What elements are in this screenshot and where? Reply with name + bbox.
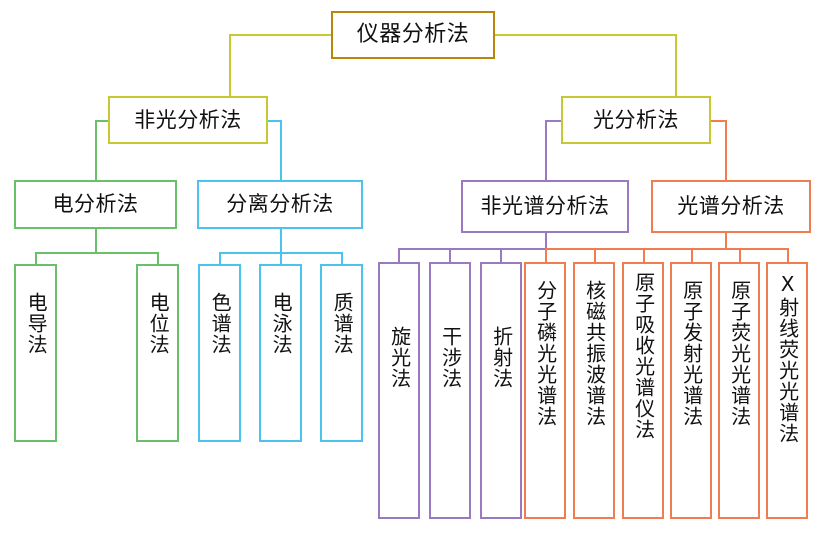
connector-nonspectral-leaf-0 (398, 248, 400, 262)
leaf-atomic-absorption-label: 原子吸收光谱仪法 (631, 272, 656, 440)
node-nonoptical-analysis[interactable]: 非光分析法 (108, 96, 268, 144)
leaf-refractometry[interactable]: 折射法 (480, 262, 522, 519)
connector-root-right (494, 34, 677, 36)
connector-electro-leaf-0 (35, 252, 37, 265)
leaf-mass-spectrometry-label: 质谱法 (330, 292, 355, 355)
connector-optical-left-drop (545, 120, 547, 181)
leaf-refractometry-label: 折射法 (489, 326, 514, 389)
node-nonspectral-analysis-label: 非光谱分析法 (480, 194, 610, 219)
leaf-atomic-emission[interactable]: 原子发射光谱法 (670, 262, 712, 519)
connector-spectral-leaf-0 (545, 248, 547, 262)
leaf-molecular-phosphorescence[interactable]: 分子磷光光谱法 (524, 262, 566, 519)
connector-spectral-leaf-5 (787, 248, 789, 262)
leaf-chromatography[interactable]: 色谱法 (198, 264, 241, 442)
connector-separation-stem (280, 228, 282, 253)
connector-optical-right (710, 120, 727, 122)
connector-nonoptical-right (268, 120, 282, 122)
connector-separation-leaf-1 (280, 252, 282, 265)
connector-nonspectral-stem (545, 232, 547, 249)
connector-root-left-drop (229, 34, 231, 102)
connector-spectral-leaf-1 (594, 248, 596, 262)
leaf-nmr-label: 核磁共振波谱法 (582, 280, 607, 427)
connector-electro-stem (95, 228, 97, 253)
connector-nonoptical-left-drop (95, 120, 97, 181)
leaf-atomic-absorption[interactable]: 原子吸收光谱仪法 (622, 262, 664, 519)
leaf-atomic-emission-label: 原子发射光谱法 (679, 280, 704, 427)
node-spectral-analysis[interactable]: 光谱分析法 (651, 180, 811, 233)
leaf-molecular-phosphorescence-label: 分子磷光光谱法 (533, 280, 558, 427)
leaf-conductometry-label: 电导法 (24, 292, 49, 355)
connector-separation-leaf-0 (219, 252, 221, 265)
node-root-instrument-analysis[interactable]: 仪器分析法 (331, 11, 495, 59)
connector-optical-left (545, 120, 562, 122)
leaf-atomic-fluorescence-label: 原子荧光光谱法 (727, 280, 752, 427)
leaf-polarimetry[interactable]: 旋光法 (378, 262, 420, 519)
node-nonoptical-label: 非光分析法 (134, 107, 242, 132)
connector-optical-right-drop (725, 120, 727, 181)
connector-spectral-stem (725, 232, 727, 249)
node-spectral-analysis-label: 光谱分析法 (677, 194, 785, 219)
leaf-electrophoresis-label: 电泳法 (269, 292, 294, 355)
leaf-interferometry[interactable]: 干涉法 (429, 262, 471, 519)
connector-electro-bus (35, 252, 157, 254)
connector-electro-leaf-1 (157, 252, 159, 265)
leaf-interferometry-label: 干涉法 (438, 326, 463, 389)
connector-spectral-leaf-2 (643, 248, 645, 262)
connector-nonoptical-right-drop (280, 120, 282, 181)
leaf-potentiometry[interactable]: 电位法 (136, 264, 179, 442)
connector-separation-leaf-2 (341, 252, 343, 265)
leaf-nmr[interactable]: 核磁共振波谱法 (573, 262, 615, 519)
leaf-mass-spectrometry[interactable]: 质谱法 (320, 264, 363, 442)
connector-spectral-leaf-3 (691, 248, 693, 262)
node-optical-label: 光分析法 (593, 107, 679, 132)
leaf-xray-fluorescence[interactable]: X射线荧光光谱法 (766, 262, 808, 519)
connector-root-left (229, 34, 332, 36)
node-separation-analysis-label: 分离分析法 (226, 192, 334, 217)
connector-nonoptical-left (95, 120, 109, 122)
connector-spectral-bus (545, 248, 788, 250)
node-nonspectral-analysis[interactable]: 非光谱分析法 (461, 180, 629, 233)
node-optical-analysis[interactable]: 光分析法 (561, 96, 711, 144)
node-electroanalysis[interactable]: 电分析法 (14, 180, 177, 229)
node-root-label: 仪器分析法 (356, 22, 470, 48)
connector-nonspectral-leaf-2 (500, 248, 502, 262)
leaf-xray-fluorescence-label: X射线荧光光谱法 (775, 272, 800, 444)
node-separation-analysis[interactable]: 分离分析法 (197, 180, 363, 229)
leaf-polarimetry-label: 旋光法 (387, 326, 412, 389)
connector-nonspectral-leaf-1 (449, 248, 451, 262)
connector-spectral-leaf-4 (739, 248, 741, 262)
connector-nonspectral-bus (398, 248, 546, 250)
leaf-atomic-fluorescence[interactable]: 原子荧光光谱法 (718, 262, 760, 519)
leaf-conductometry[interactable]: 电导法 (14, 264, 57, 442)
connector-root-right-drop (675, 34, 677, 102)
leaf-chromatography-label: 色谱法 (208, 292, 233, 355)
node-electroanalysis-label: 电分析法 (52, 192, 139, 217)
leaf-electrophoresis[interactable]: 电泳法 (259, 264, 302, 442)
leaf-potentiometry-label: 电位法 (146, 292, 171, 355)
